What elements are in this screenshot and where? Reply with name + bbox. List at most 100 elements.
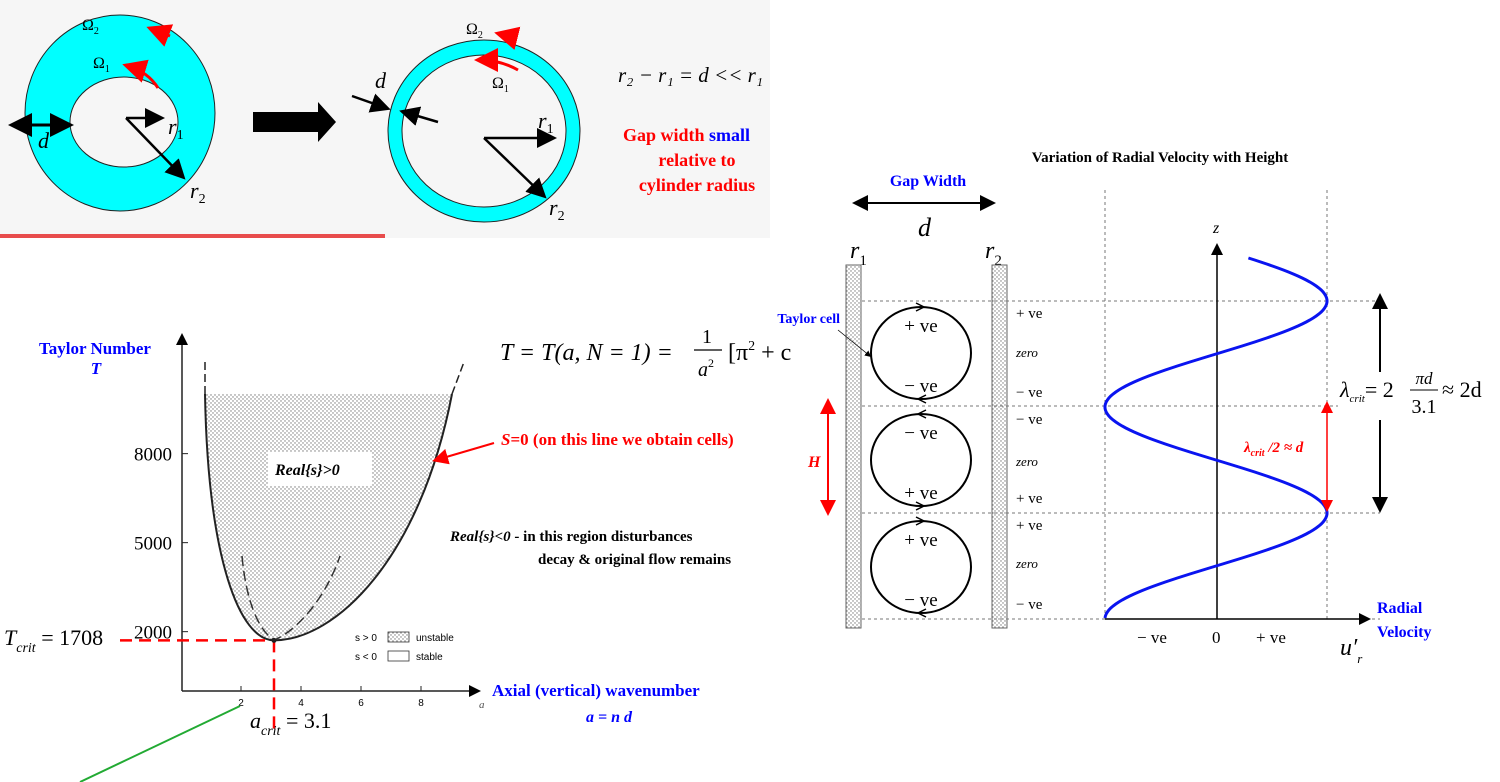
wide-annulus: d r1 r2 Ω2 Ω1 bbox=[8, 14, 216, 212]
cell-top-label: + ve bbox=[904, 530, 937, 551]
cell-top-label: + ve bbox=[904, 316, 937, 337]
taylor-cell-pointer bbox=[837, 329, 872, 358]
x-axis-formula: a = n d bbox=[586, 709, 633, 726]
d-label: d bbox=[918, 213, 932, 242]
side-velocity-label: − ve bbox=[1016, 597, 1043, 613]
r2-arrow bbox=[483, 137, 547, 199]
curve-extension-right bbox=[451, 361, 465, 395]
legend-symbol-stable: s < 0 bbox=[355, 652, 377, 663]
cell-top-label: − ve bbox=[904, 423, 937, 444]
r1-label: r1 bbox=[850, 238, 867, 269]
x-tick-label: 2 bbox=[238, 698, 244, 709]
radial-velocity-diagram: Variation of Radial Velocity with Height… bbox=[777, 150, 1488, 666]
circulation-arrow-icon bbox=[916, 409, 927, 419]
stable-region-label: Real{s}<0 - in this region disturbances bbox=[449, 529, 693, 545]
u-r-label: u′r bbox=[1340, 635, 1363, 666]
r2-arrow bbox=[125, 117, 186, 180]
radial-velocity-curve bbox=[1103, 256, 1329, 619]
omega1-label: Ω1 bbox=[492, 75, 509, 95]
y-axis-label: Taylor Number bbox=[39, 339, 151, 358]
gap-comparison-panel: d r1 r2 Ω2 Ω1 d r1 r2 Ω2 Ω1 r₂ − r₁ bbox=[0, 0, 770, 238]
gap-relation-equation: r₂ − r₁ = d << r₁ bbox=[618, 63, 763, 87]
x-axis-letter: a bbox=[479, 699, 485, 711]
transition-arrow-icon bbox=[253, 102, 336, 142]
gap-note-line-3: cylinder radius bbox=[639, 175, 755, 195]
side-velocity-label: zero bbox=[1015, 454, 1038, 469]
circulation-arrow-icon bbox=[915, 501, 926, 511]
x-tick-zero: 0 bbox=[1212, 628, 1221, 647]
wavelength-label: λcrit= 2 bbox=[1339, 377, 1394, 405]
unstable-region bbox=[205, 394, 452, 641]
gap-note-line-2: relative to bbox=[658, 150, 735, 170]
neutral-line-pointer bbox=[432, 442, 495, 465]
side-velocity-label: zero bbox=[1015, 556, 1038, 571]
omega2-arrow bbox=[146, 24, 174, 47]
circulation-arrow-icon bbox=[916, 394, 927, 404]
outer-cylinder-wall bbox=[991, 264, 1008, 629]
diagram-title: Variation of Radial Velocity with Height bbox=[1032, 150, 1289, 166]
taylor-equation: T = T(a, N = 1) = 1 a2 [π2 + c bbox=[500, 326, 791, 381]
equation-rhs: [π2 + c bbox=[728, 339, 791, 366]
chart-legend: s > 0 unstable s < 0 stable bbox=[355, 631, 454, 663]
z-label: z bbox=[1212, 220, 1220, 237]
y-axis-symbol: T bbox=[91, 359, 102, 378]
circulation-arrow-icon bbox=[915, 516, 926, 526]
side-velocity-label: − ve bbox=[1016, 385, 1043, 401]
r1-label: r1 bbox=[538, 108, 554, 137]
wavelength-denominator: 3.1 bbox=[1412, 396, 1437, 418]
equation-denominator: a2 bbox=[698, 356, 714, 381]
thin-annulus: d r1 r2 Ω2 Ω1 bbox=[351, 21, 581, 224]
r2-label: r2 bbox=[985, 238, 1002, 269]
r2-label: r2 bbox=[190, 178, 206, 207]
side-velocity-label: + ve bbox=[1016, 491, 1043, 507]
d-arrow-outer bbox=[351, 93, 391, 113]
legend-swatch-unstable bbox=[387, 631, 410, 643]
x-tick-label: 8 bbox=[418, 698, 424, 709]
label-background bbox=[268, 452, 372, 486]
wavelength-numerator: πd bbox=[1415, 369, 1433, 388]
y-tick-label: 5000 bbox=[134, 534, 172, 555]
y-tick-label: 8000 bbox=[134, 445, 172, 466]
side-velocity-label: + ve bbox=[1016, 306, 1043, 322]
taylor-cell: + ve− ve bbox=[870, 302, 972, 404]
critical-point bbox=[271, 637, 277, 643]
cell-bottom-label: − ve bbox=[904, 590, 937, 611]
neutral-line-annotation: S=0 (on this line we obtain cells) bbox=[501, 430, 734, 449]
taylor-cell: − ve + ve bbox=[870, 409, 972, 511]
r1-label: r1 bbox=[168, 114, 184, 143]
equation-lhs: T = T(a, N = 1) = bbox=[500, 340, 673, 366]
radial-label: Radial bbox=[1377, 600, 1423, 617]
inner-cylinder-wall bbox=[845, 264, 862, 629]
t-crit-label: Tcrit = 1708 bbox=[4, 625, 103, 656]
cell-circle bbox=[870, 520, 972, 614]
omega2-arrow bbox=[494, 26, 521, 51]
circulation-arrow-icon bbox=[916, 608, 927, 618]
omega2-label: Ω2 bbox=[466, 21, 483, 41]
x-tick-label: 4 bbox=[298, 698, 304, 709]
unstable-region-label: Real{s}>0 bbox=[274, 462, 340, 479]
x-tick-positive: + ve bbox=[1256, 628, 1286, 647]
d-label: d bbox=[38, 128, 50, 153]
legend-symbol-unstable: s > 0 bbox=[355, 633, 377, 644]
stable-region-note: decay & original flow remains bbox=[538, 552, 731, 568]
label-background bbox=[1338, 372, 1488, 420]
legend-swatch-stable bbox=[387, 650, 410, 662]
H-label: H bbox=[807, 454, 821, 471]
omega1-label: Ω1 bbox=[93, 55, 110, 75]
cell-circle bbox=[870, 413, 972, 507]
legend-label-stable: stable bbox=[416, 652, 443, 663]
d-label: d bbox=[375, 68, 387, 93]
cell-bottom-label: + ve bbox=[904, 483, 937, 504]
half-wavelength-label: λcrit /2 ≈ d bbox=[1243, 440, 1304, 459]
side-velocity-label: zero bbox=[1015, 345, 1038, 360]
side-velocity-label: − ve bbox=[1016, 412, 1043, 428]
wavelength-approx: ≈ 2d bbox=[1442, 377, 1482, 402]
taylor-cell-label: Taylor cell bbox=[777, 312, 840, 327]
x-tick-negative: − ve bbox=[1137, 628, 1167, 647]
omega1-arrow bbox=[122, 59, 160, 89]
x-axis-label: Axial (vertical) wavenumber bbox=[492, 681, 700, 700]
a-crit-label: acrit = 3.1 bbox=[250, 708, 331, 739]
d-arrow-inner bbox=[399, 106, 439, 126]
